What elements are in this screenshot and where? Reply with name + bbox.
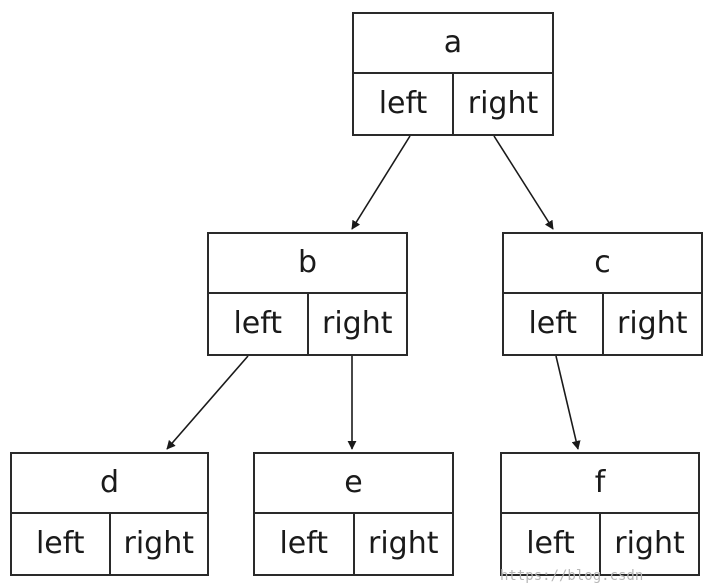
watermark-text: https://blog.csdn bbox=[500, 568, 644, 584]
node-key-label: d bbox=[12, 454, 207, 514]
left-pointer-cell: left bbox=[504, 294, 604, 354]
edge-b-d-arrow bbox=[166, 355, 249, 450]
left-pointer-cell: left bbox=[502, 514, 601, 574]
left-pointer-cell: left bbox=[12, 514, 111, 574]
node-pointer-row: left right bbox=[255, 514, 452, 574]
right-pointer-cell: right bbox=[322, 306, 393, 341]
node-key-label: e bbox=[255, 454, 452, 514]
right-pointer-cell: right bbox=[617, 306, 688, 341]
left-pointer-cell: left bbox=[255, 514, 355, 574]
node-pointer-row: left right bbox=[209, 294, 406, 354]
right-pointer-cell: right bbox=[467, 86, 539, 121]
right-pointer-cell: right bbox=[123, 526, 195, 561]
left-pointer-cell: left bbox=[354, 74, 454, 134]
node-key-label: b bbox=[209, 234, 406, 294]
node-pointer-row: left right bbox=[354, 74, 552, 134]
node-key-label: a bbox=[354, 14, 552, 74]
left-pointer-cell: left bbox=[209, 294, 309, 354]
node-key-label: f bbox=[502, 454, 698, 514]
right-pointer-cell: right bbox=[368, 526, 439, 561]
node-pointer-row: left right bbox=[504, 294, 701, 354]
right-pointer-cell: right bbox=[614, 526, 685, 561]
node-pointer-row: left right bbox=[502, 514, 698, 574]
edge-c-f-arrow bbox=[555, 355, 581, 450]
node-pointer-row: left right bbox=[12, 514, 207, 574]
node-key-label: c bbox=[504, 234, 701, 294]
edge-a-b-arrow bbox=[351, 135, 411, 230]
edge-a-c-arrow bbox=[493, 135, 554, 230]
